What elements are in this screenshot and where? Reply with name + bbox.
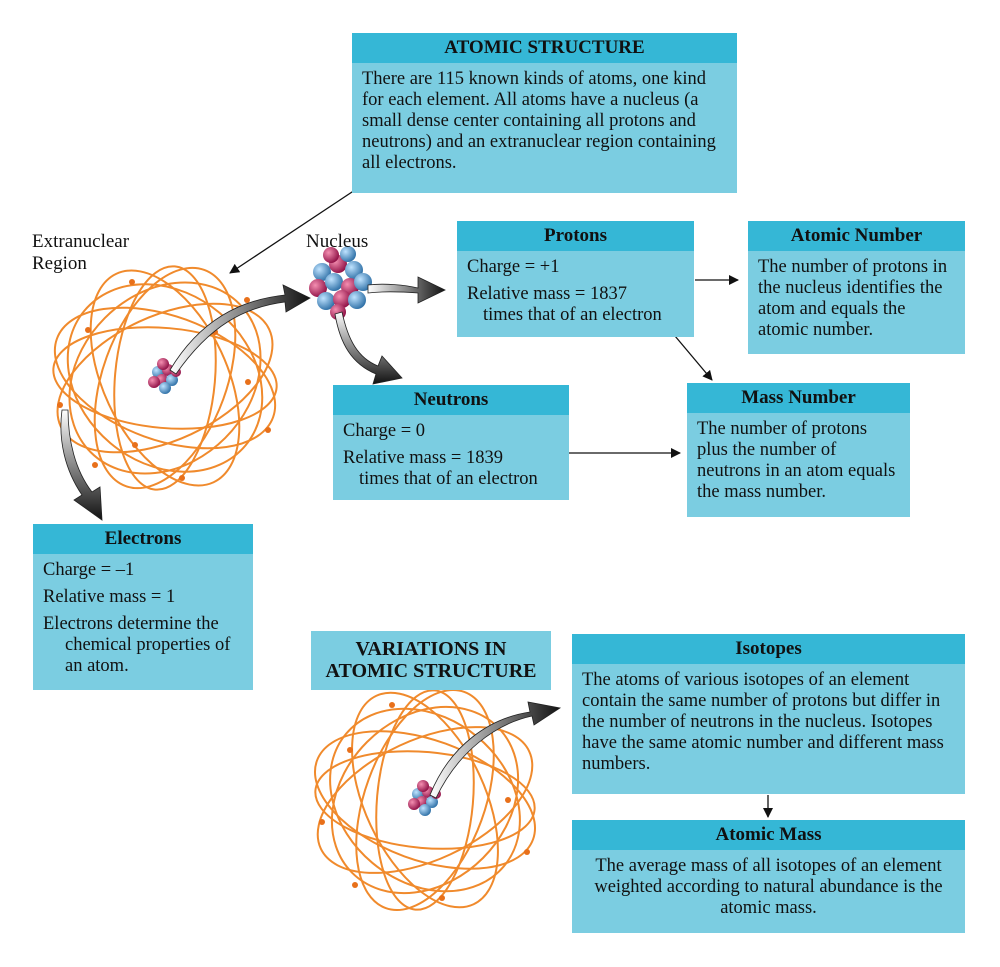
atomic-mass-box: Atomic Mass The average mass of all isot… xyxy=(572,820,965,933)
variations-line2: ATOMIC STRUCTURE xyxy=(325,660,537,682)
neutrons-mass-line2: times that of an electron xyxy=(359,469,538,489)
atomic-structure-box: ATOMIC STRUCTURE There are 115 known kin… xyxy=(352,33,737,193)
mass-number-box: Mass Number The number of protons plus t… xyxy=(687,383,910,517)
nucleus-large-illustration xyxy=(309,246,372,320)
atomic-mass-title: Atomic Mass xyxy=(572,820,965,850)
electrons-charge: Charge = –1 xyxy=(43,560,135,580)
arrow-structure-to-region xyxy=(229,189,356,274)
mass-number-title: Mass Number xyxy=(687,383,910,413)
atomic-number-box: Atomic Number The number of protons in t… xyxy=(748,221,965,354)
variations-title: VARIATIONS IN ATOMIC STRUCTURE xyxy=(311,638,551,682)
arrow-protons-to-mass-number xyxy=(674,335,713,381)
variations-box: VARIATIONS IN ATOMIC STRUCTURE xyxy=(311,631,551,690)
atomic-structure-text: There are 115 known kinds of atoms, one … xyxy=(362,69,716,173)
extranuclear-region-label: Extranuclear Region xyxy=(32,231,129,275)
neutrons-title: Neutrons xyxy=(333,385,569,415)
nucleus-small-main xyxy=(148,358,181,394)
isotopes-title: Isotopes xyxy=(572,634,965,664)
arrow-region-to-electrons xyxy=(60,409,103,521)
atomic-mass-text: The average mass of all isotopes of an e… xyxy=(594,856,943,918)
electron-dots-main xyxy=(57,279,271,481)
variations-line1: VARIATIONS IN xyxy=(355,638,507,660)
atom-orbits-main xyxy=(52,265,278,491)
neutrons-mass-line1: Relative mass = 1839 xyxy=(343,448,503,468)
protons-charge: Charge = +1 xyxy=(467,257,560,277)
protons-mass-line2: times that of an electron xyxy=(483,305,662,325)
extranuclear-label-line2: Region xyxy=(32,253,87,274)
arrow-nucleus-to-neutrons xyxy=(334,311,403,385)
electrons-box: Electrons Charge = –1 Relative mass = 1 … xyxy=(33,524,253,690)
neutrons-charge: Charge = 0 xyxy=(343,421,426,441)
electrons-title: Electrons xyxy=(33,524,253,554)
atomic-structure-title: ATOMIC STRUCTURE xyxy=(352,33,737,63)
arrow-nucleus-to-protons xyxy=(367,276,446,304)
nucleus-label: Nucleus xyxy=(306,231,369,252)
isotopes-box: Isotopes The atoms of various isotopes o… xyxy=(572,634,965,794)
atomic-number-text: The number of protons in the nucleus ide… xyxy=(758,257,948,340)
atomic-number-title: Atomic Number xyxy=(748,221,965,251)
arrow-atom-to-isotopes xyxy=(429,701,562,799)
extranuclear-label-line1: Extranuclear xyxy=(32,231,130,252)
electrons-note: Electrons determine the chemical propert… xyxy=(43,614,231,676)
mass-number-text: The number of protons plus the number of… xyxy=(697,419,896,502)
neutrons-box: Neutrons Charge = 0 Relative mass = 1839… xyxy=(333,385,569,500)
isotopes-text: The atoms of various isotopes of an elem… xyxy=(582,670,944,774)
electrons-mass: Relative mass = 1 xyxy=(43,587,176,607)
arrow-atom-to-nucleus xyxy=(169,284,311,375)
protons-title: Protons xyxy=(457,221,694,251)
protons-mass-line1: Relative mass = 1837 xyxy=(467,284,627,304)
protons-box: Protons Charge = +1 Relative mass = 1837… xyxy=(457,221,694,337)
